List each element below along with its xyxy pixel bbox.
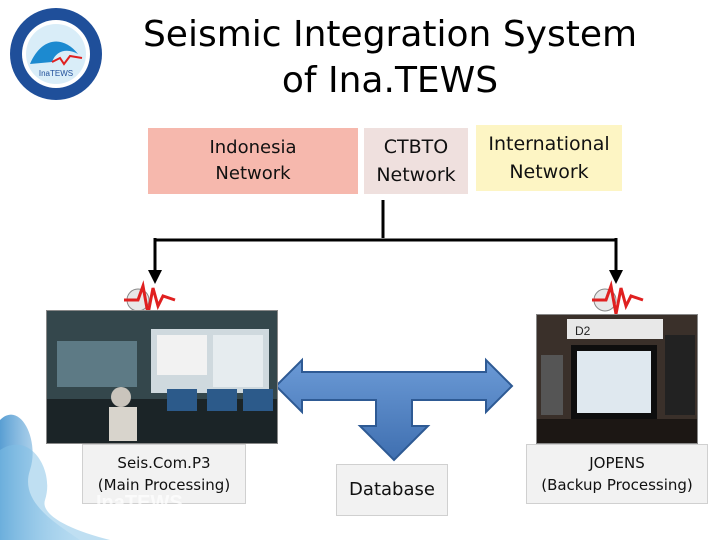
seiscomp-box: Seis.Com.P3 (Main Processing)	[82, 444, 246, 504]
jopens-workstation-photo: D2	[536, 314, 698, 444]
indonesia-network-label: Indonesia Network	[209, 137, 297, 184]
seismogram-right-icon	[592, 280, 644, 315]
database-box: Database	[336, 464, 448, 516]
photo-right-label: D2	[575, 324, 591, 338]
network-connector	[153, 200, 618, 272]
indonesia-network-box: Indonesia Network	[148, 128, 358, 194]
database-link-arrow	[274, 357, 514, 462]
footer-brand: InaTEWS	[96, 492, 183, 515]
footer-brand-text: InaTEWS	[96, 492, 183, 514]
svg-text:InaTEWS: InaTEWS	[39, 69, 73, 78]
seiscomp-control-room-photo	[46, 310, 278, 444]
jopens-box: JOPENS (Backup Processing)	[526, 444, 708, 504]
title-line-2: of Ina.TEWS	[281, 60, 499, 101]
jopens-label: JOPENS (Backup Processing)	[541, 454, 693, 494]
seiscomp-label: Seis.Com.P3 (Main Processing)	[97, 454, 231, 494]
ctbto-network-box: CTBTO Network	[364, 128, 468, 194]
database-label: Database	[349, 479, 435, 500]
international-network-box: International Network	[476, 125, 622, 191]
arrow-down-left-icon	[148, 270, 162, 284]
inatews-logo: InaTEWS	[8, 6, 104, 102]
arrow-down-right-icon	[609, 270, 623, 284]
title-line-1: Seismic Integration System	[142, 14, 638, 55]
ctbto-network-label: CTBTO Network	[376, 136, 456, 186]
international-network-label: International Network	[488, 133, 610, 183]
page-title: Seismic Integration System of Ina.TEWS	[120, 12, 660, 104]
wave-decoration-2	[0, 444, 110, 540]
